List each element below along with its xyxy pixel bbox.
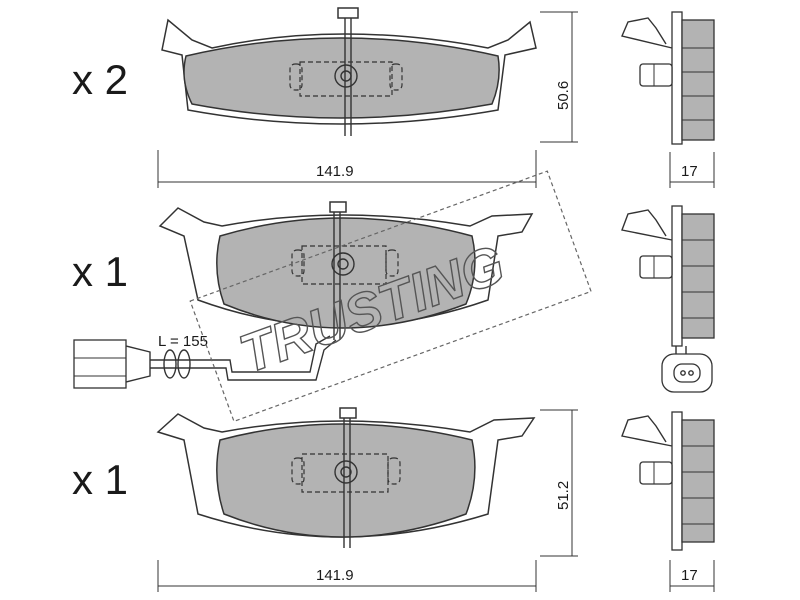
pad-2-quantity: x 1 xyxy=(72,248,128,295)
pad-2-spring-clip xyxy=(621,209,673,241)
wear-sensor: L = 155 xyxy=(73,333,337,389)
pad-2-side-view xyxy=(621,205,715,393)
pad-3-piston-outline xyxy=(301,453,389,493)
pad-1-top-clip xyxy=(337,7,359,19)
pad-2-piston-stub xyxy=(639,255,673,279)
pad-2-top-clip xyxy=(329,201,347,213)
pad-3-friction-material xyxy=(216,423,476,538)
pad-3-top-clip xyxy=(339,407,357,419)
pad-1-side-view xyxy=(621,11,715,145)
pad-1: x 2 50.6 141.9 xyxy=(72,7,715,188)
pad-3-quantity: x 1 xyxy=(72,456,128,503)
pad-1-piston-stub xyxy=(639,63,673,87)
pad-1-thickness-label: 17 xyxy=(681,163,698,180)
pad-1-piston-hole xyxy=(334,64,358,88)
pad-3-piston-stub xyxy=(639,461,673,485)
sensor-connector xyxy=(73,339,127,389)
pad-2-piston-outline xyxy=(301,245,387,285)
pad-3-thickness-label: 17 xyxy=(681,567,698,584)
pad-3-height-label: 51.2 xyxy=(555,481,572,510)
pad-2: x 1 L = 155 xyxy=(72,201,715,393)
pad-3-piston-hole xyxy=(334,460,358,484)
pad-3-side-view xyxy=(621,411,715,551)
pad-3-width-label: 141.9 xyxy=(316,567,354,584)
pad-3-spring-clip xyxy=(621,415,673,447)
sensor-length-label: L = 155 xyxy=(158,333,208,350)
sensor-cable xyxy=(150,335,331,373)
pad-2-friction-material xyxy=(216,217,476,329)
pad-1-width-label: 141.9 xyxy=(316,163,354,180)
pad-2-piston-hole xyxy=(331,252,355,276)
pad-1-quantity: x 2 xyxy=(72,56,128,103)
pad-1-height-label: 50.6 xyxy=(555,81,572,110)
pad-3: x 1 51.2 141.9 xyxy=(72,407,715,592)
pad-1-spring-clip xyxy=(621,17,673,49)
